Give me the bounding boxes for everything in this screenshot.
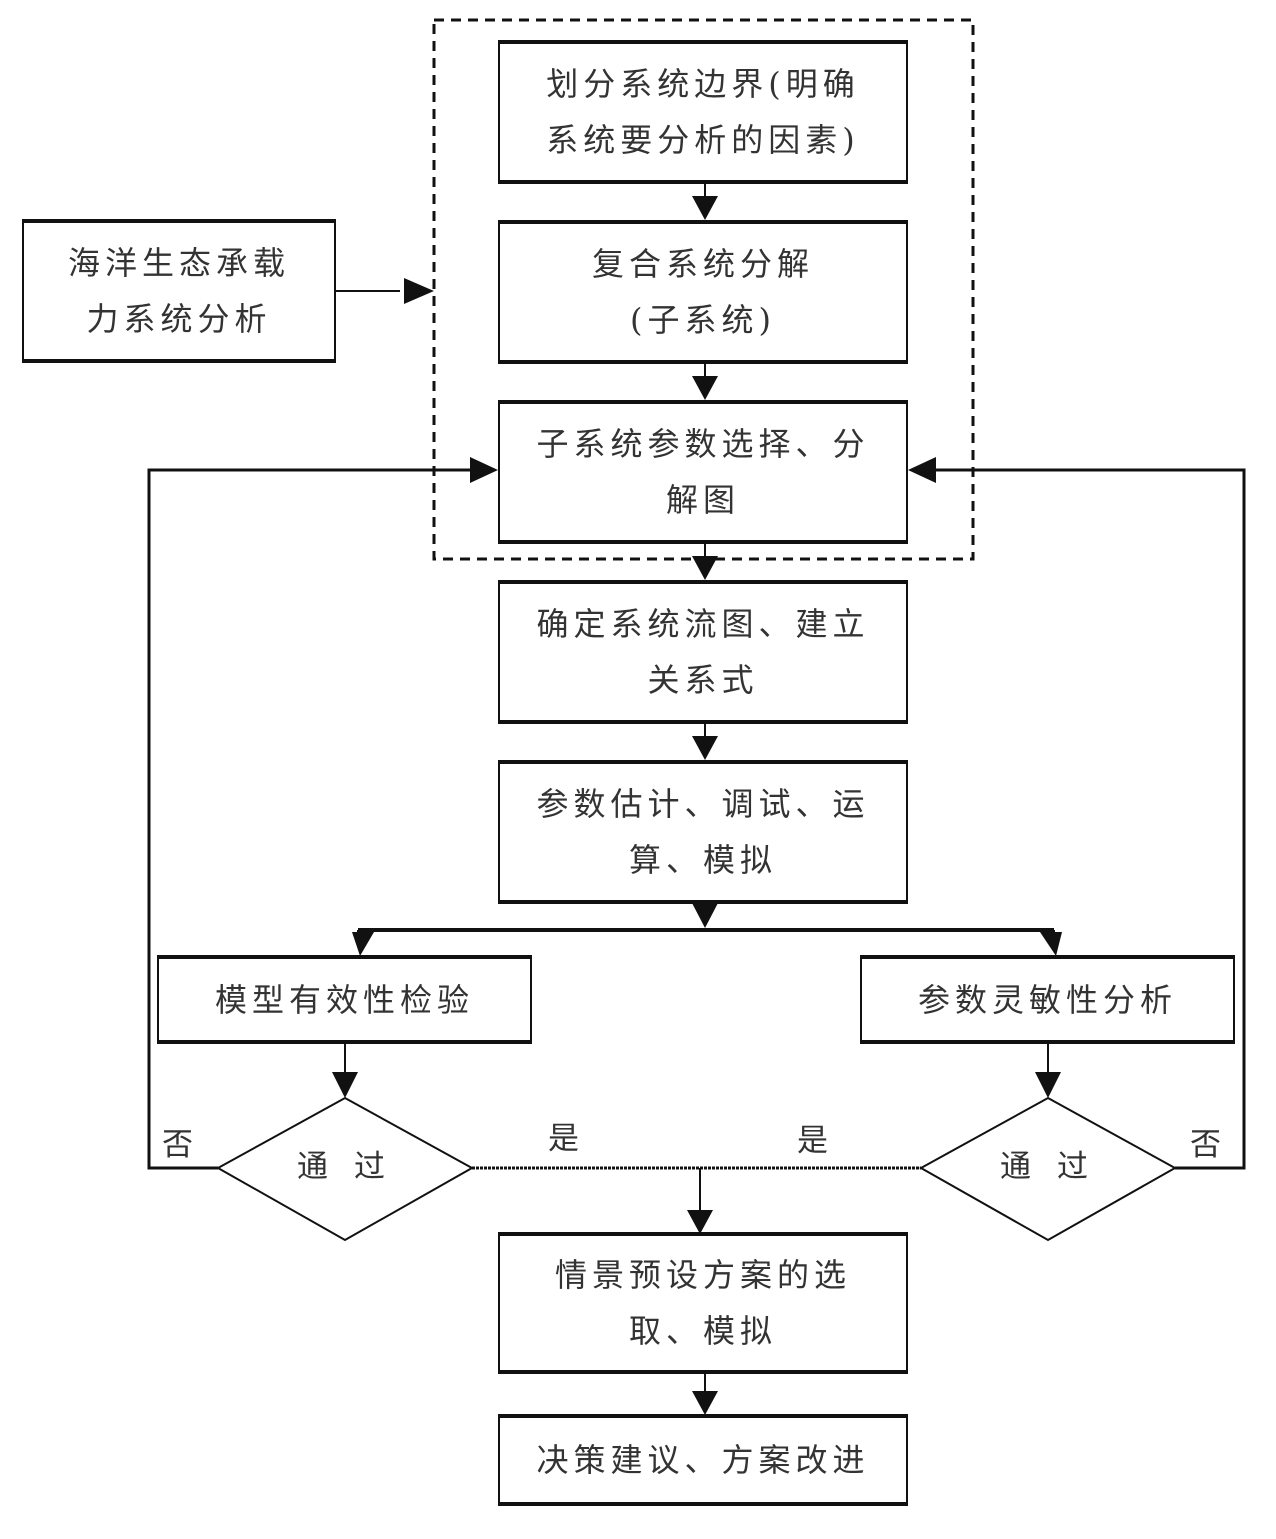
box-text-line: 取、模拟 bbox=[628, 1312, 777, 1350]
arrowhead bbox=[908, 457, 936, 483]
box-text-line: 决策建议、方案改进 bbox=[536, 1441, 870, 1479]
step-estimate: 参数估计、调试、运算、模拟 bbox=[498, 760, 908, 904]
box-text-line: 情景预设方案的选 bbox=[554, 1256, 851, 1294]
step-decompose: 复合系统分解 (子系统) bbox=[498, 220, 908, 364]
decision-diamond-left bbox=[215, 1096, 475, 1242]
no-loop-left bbox=[147, 468, 470, 1170]
branch-arrows bbox=[332, 1043, 1061, 1098]
input-box-ecological-capacity-analysis: 海洋生态承载力系统分析 bbox=[22, 219, 336, 363]
box-text-line: 关系式 bbox=[647, 661, 759, 699]
step-scenario: 情景预设方案的选取、模拟 bbox=[498, 1232, 908, 1374]
arrowhead bbox=[404, 278, 434, 304]
box-text-line: (子系统) bbox=[630, 301, 776, 339]
yes-label-left: 是 bbox=[548, 1121, 579, 1157]
step-flow: 确定系统流图、建立关系式 bbox=[498, 580, 908, 724]
step-decision: 决策建议、方案改进 bbox=[498, 1414, 908, 1506]
decision-text-right: 通过 bbox=[1000, 1149, 1114, 1185]
box-text-line: 算、模拟 bbox=[628, 841, 777, 879]
yes-label-right: 是 bbox=[797, 1123, 828, 1159]
branch-split bbox=[352, 903, 1062, 956]
box-text-line: 力系统分析 bbox=[86, 300, 272, 338]
box-text-line: 划分系统边界(明确 bbox=[546, 65, 860, 103]
box-text-line: 海洋生态承载 bbox=[67, 244, 290, 282]
box-text-line: 系统要分析的因素) bbox=[546, 121, 860, 159]
branch-sensitivity: 参数灵敏性分析 bbox=[860, 955, 1235, 1044]
box-text-line: 确定系统流图、建立 bbox=[536, 605, 870, 643]
box-text-line: 复合系统分解 bbox=[591, 245, 814, 283]
no-label-right: 否 bbox=[1190, 1127, 1221, 1163]
decision-text-left: 通过 bbox=[297, 1149, 411, 1185]
box-text-line: 参数估计、调试、运 bbox=[536, 785, 870, 823]
main-flow-arrows bbox=[692, 183, 718, 1415]
step-boundary: 划分系统边界(明确系统要分析的因素) bbox=[498, 40, 908, 184]
arrowhead bbox=[470, 457, 498, 483]
no-label-left: 否 bbox=[162, 1127, 193, 1163]
step-params: 子系统参数选择、分解图 bbox=[498, 400, 908, 544]
box-text-line: 解图 bbox=[665, 481, 740, 519]
decision-diamond-right bbox=[918, 1096, 1178, 1242]
box-text-line: 子系统参数选择、分 bbox=[536, 425, 870, 463]
no-loop-right bbox=[936, 468, 1246, 1170]
box-text-line: 模型有效性检验 bbox=[214, 980, 474, 1019]
branch-model-validity: 模型有效性检验 bbox=[157, 955, 532, 1044]
arrowhead bbox=[687, 1210, 713, 1234]
box-text-line: 参数灵敏性分析 bbox=[917, 980, 1177, 1019]
